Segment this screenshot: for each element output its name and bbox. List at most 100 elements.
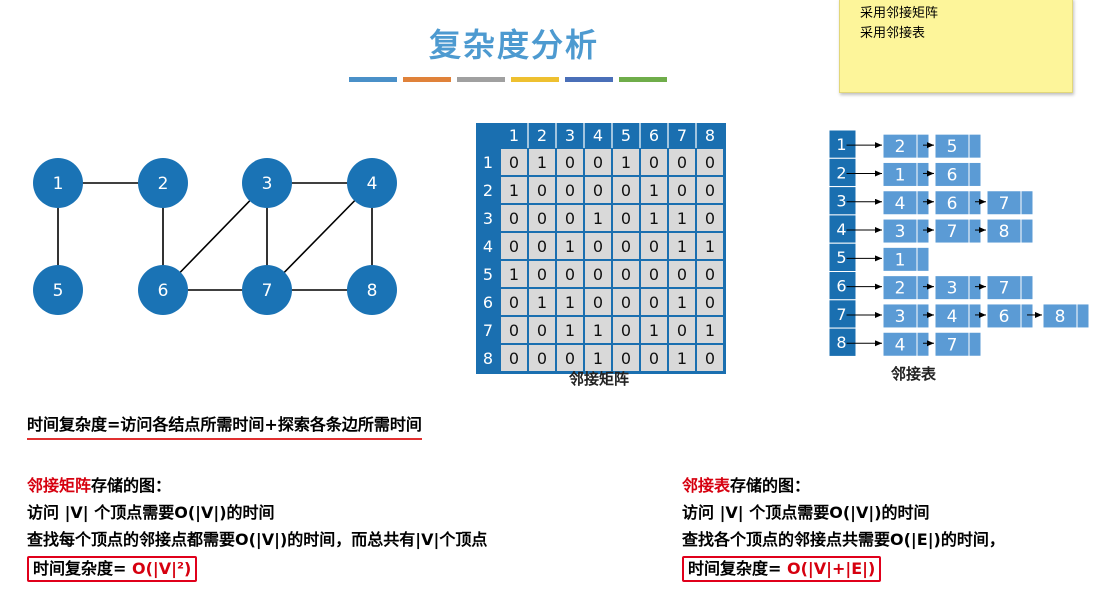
matrix-result-box: 时间复杂度= O(|V|²) [27, 556, 198, 582]
matrix-cell-value: 0 [537, 265, 547, 284]
matrix-cell-value: 0 [537, 321, 547, 340]
matrix-cell [529, 317, 555, 343]
adjlist-node-label: 3 [895, 307, 906, 327]
matrix-cell [669, 177, 695, 203]
adjlist-heading-rest: 存储的图： [730, 476, 811, 495]
matrix-cell [557, 205, 583, 231]
matrix-cell [641, 205, 667, 231]
matrix-col-header: 8 [705, 126, 715, 145]
adjlist-node-cell [882, 303, 930, 329]
matrix-cell-value: 0 [705, 153, 715, 172]
matrix-cell-value: 0 [509, 237, 519, 256]
matrix-cell-value: 0 [537, 237, 547, 256]
matrix-cell-value: 1 [565, 293, 575, 312]
adjlist-node-label: 4 [895, 194, 906, 214]
adjlist-node-label: 3 [947, 279, 958, 299]
graph-node-label: 3 [262, 174, 273, 194]
matrix-cell [557, 289, 583, 315]
adjlist-node-label: 7 [947, 335, 958, 355]
matrix-cell [613, 261, 639, 287]
matrix-cell [697, 317, 723, 343]
adjlist-node-cell [934, 133, 982, 159]
matrix-cell [697, 149, 723, 175]
adjlist-head-cell [828, 157, 857, 188]
adjlist-head-label: 5 [836, 248, 846, 267]
matrix-cell-value: 1 [565, 237, 575, 256]
adjlist-node-label: 6 [947, 165, 958, 185]
adjlist-node-cell [934, 303, 982, 329]
matrix-col-header: 5 [621, 126, 631, 145]
graph-node-label: 1 [53, 174, 64, 194]
matrix-col-header: 1 [509, 126, 519, 145]
matrix-cell [697, 261, 723, 287]
matrix-cell-value: 0 [677, 153, 687, 172]
matrix-cell-value: 1 [649, 209, 659, 228]
matrix-cell [585, 233, 611, 259]
title-stripes [349, 77, 667, 82]
matrix-cell-value: 1 [705, 321, 715, 340]
matrix-row-header: 8 [483, 349, 493, 368]
matrix-cell [669, 289, 695, 315]
adjlist-node-label: 4 [947, 307, 958, 327]
title-stripe [457, 77, 505, 82]
adjlist-node-label: 2 [895, 279, 906, 299]
matrix-cell-value: 0 [537, 209, 547, 228]
matrix-cell [529, 345, 555, 371]
matrix-cell [557, 317, 583, 343]
graph-node-label: 7 [262, 281, 273, 301]
matrix-cell-value: 1 [677, 293, 687, 312]
matrix-cell-value: 1 [593, 209, 603, 228]
adjlist-node-label: 7 [947, 222, 958, 242]
matrix-cell-value: 0 [705, 293, 715, 312]
adjlist-head-cell [828, 327, 857, 357]
adjlist-head-cell [828, 271, 857, 301]
matrix-heading-red: 邻接矩阵 [27, 476, 92, 495]
matrix-cell-value: 1 [509, 265, 519, 284]
matrix-row-header: 7 [483, 321, 493, 340]
matrix-cell-value: 0 [621, 349, 631, 368]
matrix-cell [641, 233, 667, 259]
matrix-cell-value: 0 [565, 181, 575, 200]
matrix-cell [697, 205, 723, 231]
adjlist-head-label: 6 [836, 277, 846, 296]
matrix-cell [501, 289, 527, 315]
matrix-cell [557, 261, 583, 287]
adjlist-caption: 邻接表 [891, 365, 937, 383]
adjlist-head-label: 7 [836, 305, 846, 324]
adjlist-node-label: 4 [895, 335, 906, 355]
matrix-cell-value: 0 [621, 293, 631, 312]
adjlist-node-label: 7 [999, 194, 1010, 214]
adjlist-node-cell [1042, 303, 1090, 329]
adjlist-node-cell [882, 275, 930, 301]
title-stripe [403, 77, 451, 82]
matrix-cell [585, 149, 611, 175]
adjlist-node-cell [986, 190, 1034, 216]
matrix-cell [697, 233, 723, 259]
matrix-cell-value: 0 [705, 265, 715, 284]
matrix-cell-value: 1 [677, 237, 687, 256]
matrix-cell-value: 0 [537, 181, 547, 200]
adjlist-result-label: 时间复杂度= [688, 559, 782, 578]
matrix-cell-value: 0 [509, 153, 519, 172]
adjlist-heading-red: 邻接表 [682, 476, 731, 495]
graph-node-label: 5 [53, 281, 64, 301]
adjlist-node-label: 1 [895, 165, 906, 185]
matrix-cell [529, 177, 555, 203]
graph-node [138, 265, 188, 315]
matrix-cell-value: 1 [621, 153, 631, 172]
matrix-cell [697, 345, 723, 371]
title-stripe [349, 77, 397, 82]
matrix-cell-value: 1 [705, 237, 715, 256]
matrix-col-header: 4 [593, 126, 603, 145]
title-stripe [511, 77, 559, 82]
matrix-cell-value: 0 [677, 321, 687, 340]
graph-node [347, 265, 397, 315]
matrix-cell-value: 0 [593, 293, 603, 312]
title-stripe [565, 77, 613, 82]
adjlist-node-label: 6 [947, 194, 958, 214]
matrix-cell [585, 261, 611, 287]
matrix-cell-value: 0 [565, 153, 575, 172]
matrix-cell [585, 317, 611, 343]
